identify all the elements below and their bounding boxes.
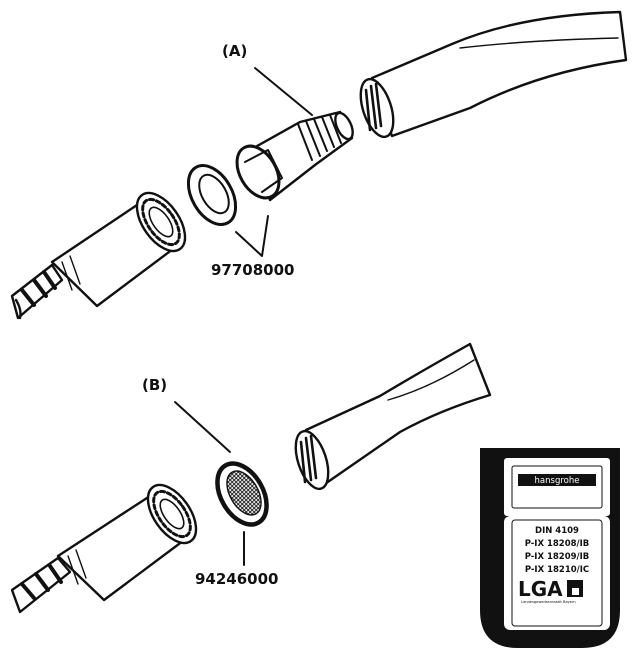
hose-certification-tag: hansgrohe DIN 4109 P-IX 18208/IB P-IX 18… bbox=[480, 448, 620, 648]
shower-handle-top bbox=[359, 10, 628, 139]
top-assembly bbox=[10, 10, 628, 320]
hose-top bbox=[10, 191, 187, 320]
shower-handle-bottom bbox=[294, 342, 492, 491]
lga-caption: Landesgewerbeanstalt Bayern bbox=[521, 600, 576, 604]
lga-logo-text: LGA bbox=[518, 577, 563, 601]
bottom-assembly bbox=[10, 342, 492, 614]
hose-bottom bbox=[10, 483, 198, 614]
lga-logo: LGA Landesgewerbeanstalt Bayern bbox=[518, 577, 583, 604]
washer-ring bbox=[186, 164, 238, 226]
label-a: (A) bbox=[222, 42, 247, 60]
tag-line-4: P-IX 18210/IC bbox=[525, 565, 589, 575]
part-number-a: 97708000 bbox=[211, 261, 295, 279]
tag-line-1: DIN 4109 bbox=[535, 526, 579, 536]
label-b: (B) bbox=[142, 376, 167, 394]
tag-brand: hansgrohe bbox=[535, 476, 580, 486]
tag-line-3: P-IX 18209/IB bbox=[525, 552, 590, 562]
tag-line-2: P-IX 18208/IB bbox=[525, 539, 590, 549]
part-number-b: 94246000 bbox=[195, 570, 279, 588]
threaded-adapter bbox=[235, 110, 354, 202]
filter-screen-washer bbox=[215, 461, 269, 527]
